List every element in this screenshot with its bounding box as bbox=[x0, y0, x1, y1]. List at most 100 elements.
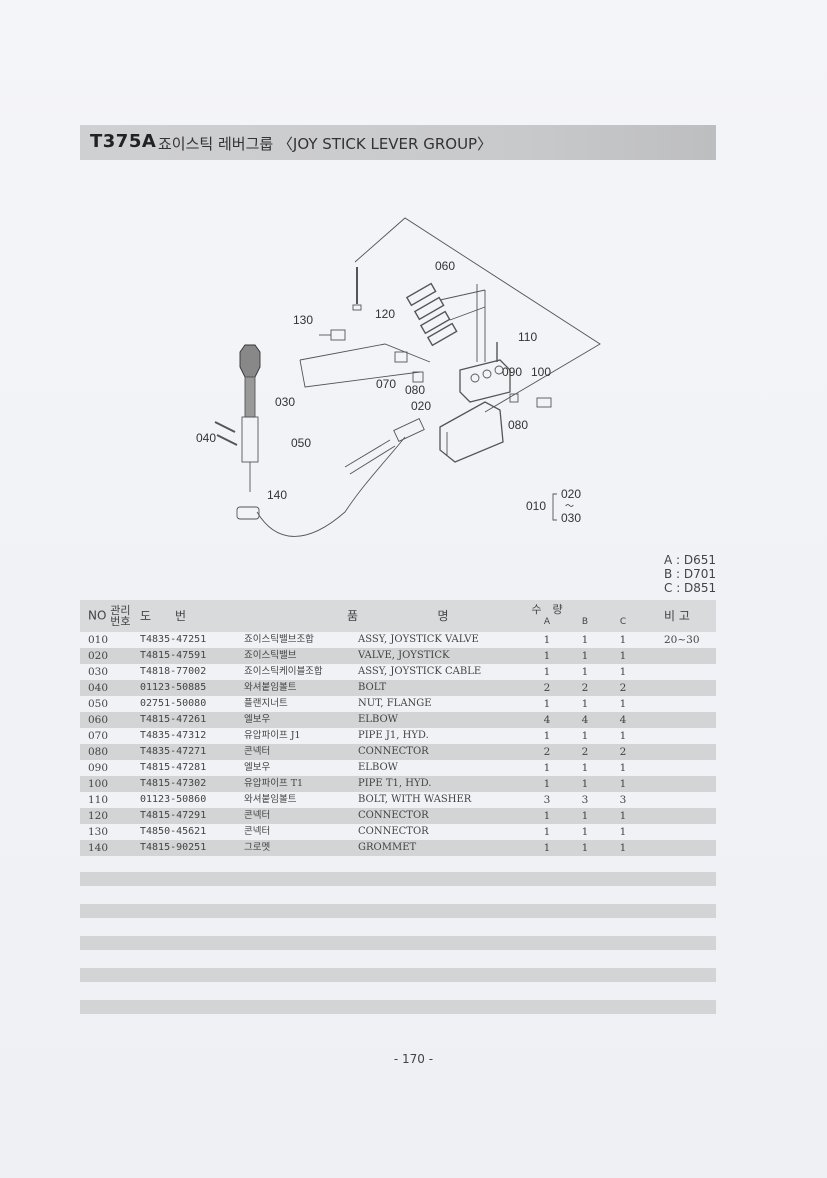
row-name-en: BOLT bbox=[358, 680, 528, 696]
row-qty-c: 1 bbox=[604, 776, 642, 792]
row-qty-a: 1 bbox=[543, 762, 551, 774]
col-no: NO 관리 번호 bbox=[80, 600, 134, 632]
row-remarks bbox=[642, 696, 716, 712]
row-no: 040 bbox=[80, 680, 134, 696]
row-no: 050 bbox=[88, 698, 109, 710]
assembly-from: 020 bbox=[561, 487, 581, 501]
row-name-kr: 콘넥터 bbox=[244, 808, 358, 824]
row-no: 030 bbox=[88, 666, 109, 678]
row-part-no: T4815-47302 bbox=[134, 776, 244, 792]
row-remarks bbox=[642, 664, 716, 680]
row-qty-a: 1 bbox=[543, 826, 551, 838]
row-qty-a: 1 bbox=[528, 840, 566, 856]
row-name-kr: 콘넥터 bbox=[244, 744, 358, 760]
row-name-kr: 죠이스틱케이블조합 bbox=[244, 666, 323, 677]
row-part-no: T4835-47251 bbox=[140, 634, 207, 645]
row-remarks bbox=[642, 776, 716, 792]
callout-100: 100 bbox=[531, 365, 551, 379]
row-qty-a: 1 bbox=[543, 730, 551, 742]
model-b: B : D701 bbox=[664, 567, 717, 581]
row-remarks bbox=[642, 808, 716, 824]
col-no-label: NO bbox=[88, 608, 107, 623]
table-header: NO 관리 번호 도 번 품 명 수 량 A B C bbox=[80, 600, 716, 632]
row-qty-b: 2 bbox=[566, 680, 604, 696]
assembly-sep: 〜 bbox=[565, 501, 574, 511]
callout-090: 090 bbox=[502, 365, 522, 379]
col-name-right: 명 bbox=[358, 600, 528, 632]
assembly-to: 030 bbox=[561, 511, 581, 525]
callout-070: 070 bbox=[376, 377, 396, 391]
col-c-label: C bbox=[619, 617, 627, 627]
row-qty-b: 2 bbox=[566, 744, 604, 760]
row-remarks bbox=[642, 744, 716, 760]
row-qty-b: 1 bbox=[581, 762, 589, 774]
row-name-en: NUT, FLANGE bbox=[358, 698, 432, 709]
row-name-en: BOLT, WITH WASHER bbox=[358, 794, 472, 805]
row-no: 130 bbox=[88, 826, 109, 838]
row-no: 060 bbox=[80, 712, 134, 728]
col-qty-label: 수 량 bbox=[531, 603, 563, 616]
callout-080: 080 bbox=[405, 383, 425, 397]
callout-040: 040 bbox=[196, 431, 216, 445]
callout-110: 110 bbox=[518, 330, 537, 344]
row-no: 010 bbox=[88, 634, 109, 646]
row-qty-b: 1 bbox=[566, 776, 604, 792]
col-mgmt-bottom: 번호 bbox=[110, 615, 131, 628]
row-qty-b: 1 bbox=[581, 698, 589, 710]
row-no: 140 bbox=[80, 840, 134, 856]
col-qty-a: 수 량 A bbox=[528, 600, 566, 632]
row-remarks: 20~30 bbox=[664, 634, 700, 646]
callout-130: 130 bbox=[293, 313, 313, 327]
row-qty-c: 1 bbox=[619, 826, 627, 838]
row-qty-a: 2 bbox=[528, 680, 566, 696]
row-qty-b: 1 bbox=[581, 666, 589, 678]
row-remarks bbox=[642, 728, 716, 744]
col-remarks: 비 고 bbox=[642, 600, 716, 632]
title-bar: T375A 죠이스틱 레버그룹 〈JOY STICK LEVER GROUP〉 bbox=[80, 125, 716, 160]
row-qty-a: 1 bbox=[528, 776, 566, 792]
row-name-kr: 엘보우 bbox=[244, 712, 358, 728]
row-qty-b: 1 bbox=[581, 634, 589, 646]
col-a-label: A bbox=[543, 617, 551, 627]
row-qty-c: 1 bbox=[604, 648, 642, 664]
row-qty-c: 1 bbox=[604, 840, 642, 856]
callout-120: 120 bbox=[375, 307, 395, 321]
row-name-kr: 와셔붙임볼트 bbox=[244, 794, 297, 805]
row-part-no: T4818-77002 bbox=[140, 666, 207, 677]
table-row: 030 T4818-77002 죠이스틱케이블조합 ASSY, JOYSTICK CA… bbox=[80, 664, 716, 680]
row-qty-c: 2 bbox=[604, 744, 642, 760]
row-part-no: T4815-47281 bbox=[140, 762, 207, 773]
row-name-kr: 유압파이프 T1 bbox=[244, 776, 358, 792]
row-name-en: ASSY, JOYSTICK CABLE bbox=[358, 666, 482, 677]
row-name-en: ELBOW bbox=[358, 712, 528, 728]
row-qty-c: 4 bbox=[604, 712, 642, 728]
row-name-en: CONNECTOR bbox=[358, 808, 528, 824]
row-no: 080 bbox=[80, 744, 134, 760]
model-c: C : D851 bbox=[664, 581, 717, 595]
blank-row bbox=[80, 936, 716, 950]
callout-080b: 080 bbox=[508, 418, 528, 432]
row-name-kr: 엘보우 bbox=[244, 762, 271, 773]
row-part-no: T4815-47291 bbox=[134, 808, 244, 824]
row-qty-c: 1 bbox=[619, 730, 627, 742]
row-remarks bbox=[642, 760, 716, 776]
row-remarks bbox=[642, 792, 716, 808]
row-qty-b: 4 bbox=[566, 712, 604, 728]
row-part-no: T4835-47271 bbox=[134, 744, 244, 760]
col-b-label: B bbox=[581, 617, 589, 627]
row-no: 110 bbox=[88, 794, 109, 806]
row-part-no: T4815-47261 bbox=[134, 712, 244, 728]
row-name-kr: 콘넥터 bbox=[244, 826, 271, 837]
group-title: 죠이스틱 레버그룹 〈JOY STICK LEVER GROUP〉 bbox=[158, 135, 493, 153]
row-name-kr: 죠이스틱밸브조합 bbox=[244, 634, 314, 645]
row-name-en: ELBOW bbox=[358, 762, 398, 773]
row-no: 100 bbox=[80, 776, 134, 792]
group-code: T375A bbox=[90, 131, 157, 152]
row-qty-c: 1 bbox=[619, 666, 627, 678]
